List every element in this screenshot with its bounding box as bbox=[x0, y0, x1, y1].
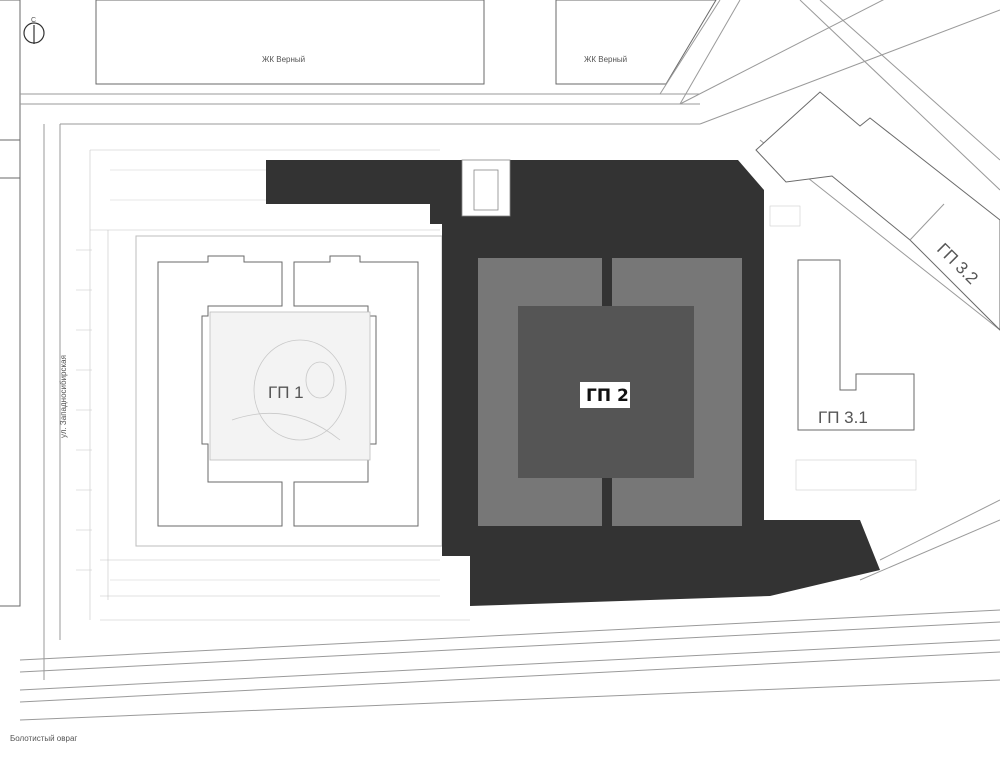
north-arrow: С bbox=[23, 17, 45, 44]
left-edge-buildings bbox=[0, 0, 21, 607]
gp1-building[interactable]: ГП 1 bbox=[135, 235, 443, 547]
neighbor-blocks: ЖК Верный ЖК Верный bbox=[95, 0, 717, 85]
road-network bbox=[19, 0, 1000, 721]
gp31-label: ГП 3.1 bbox=[818, 408, 868, 427]
gp31-building[interactable]: ГП 3.1 bbox=[797, 259, 915, 431]
gp32-building[interactable]: ГП 3.2 bbox=[755, 91, 1000, 331]
street-label: ул. Западносибирская bbox=[59, 355, 68, 438]
ravine-label: Болотистый овраг bbox=[10, 734, 77, 743]
neighbor-label-1: ЖК Верный bbox=[262, 55, 305, 64]
north-arrow-label: С bbox=[31, 17, 36, 24]
gp2-label: ГП 2 bbox=[586, 386, 629, 406]
east-parking bbox=[769, 205, 917, 491]
gp2-site[interactable]: ГП 2 bbox=[266, 159, 880, 606]
gp1-label: ГП 1 bbox=[268, 383, 304, 402]
neighbor-label-2: ЖК Верный bbox=[584, 55, 627, 64]
